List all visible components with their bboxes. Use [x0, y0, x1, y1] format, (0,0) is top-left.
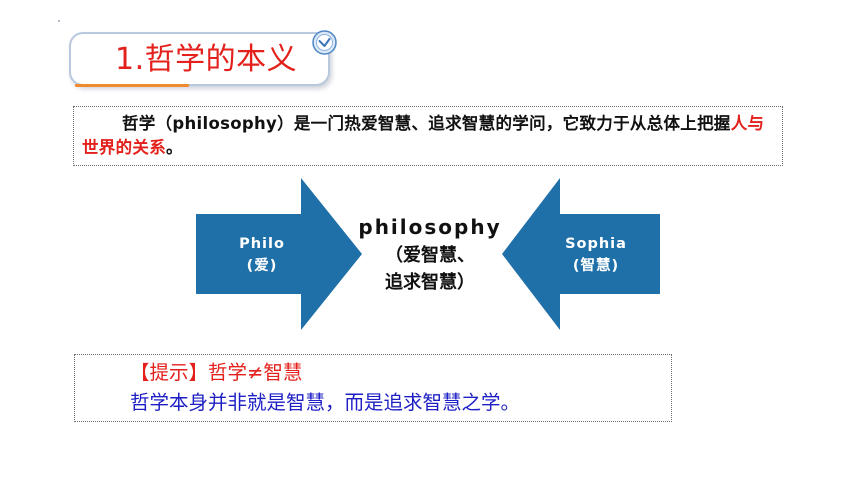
- title-underline: [75, 84, 189, 87]
- definition-box: 哲学（philosophy）是一门热爱智慧、追求智慧的学问，它致力于从总体上把握…: [73, 106, 783, 166]
- sophia-label: Sophia (智慧): [552, 233, 640, 277]
- philo-label: Philo (爱): [218, 233, 306, 277]
- definition-text: 哲学（philosophy）是一门热爱智慧、追求智慧的学问，它致力于从总体上把握: [122, 114, 731, 133]
- philosophy-meaning-1: （爱智慧、: [385, 245, 475, 266]
- definition-end: 。: [166, 138, 183, 157]
- page-title: 1.哲学的本义: [115, 42, 298, 77]
- tip-label: 【提示】: [130, 361, 209, 384]
- title-tab: [69, 32, 330, 86]
- decor-dot: [58, 20, 60, 22]
- philo-meaning: (爱): [246, 258, 278, 274]
- tip-line-1: 【提示】哲学≠智慧: [130, 360, 302, 386]
- philo-arrow: [196, 178, 362, 330]
- philosophy-meaning-2: 追求智慧）: [385, 272, 475, 293]
- philosophy-word: philosophy: [358, 215, 502, 239]
- sophia-arrow: [502, 178, 660, 330]
- tip-statement: 哲学≠智慧: [208, 361, 303, 384]
- definition-highlight: 人与世界的关系: [82, 114, 765, 157]
- check-badge-icon: [312, 30, 337, 55]
- philo-word: Philo: [239, 236, 285, 252]
- tip-line-2: 哲学本身并非就是智慧，而是追求智慧之学。: [130, 391, 521, 414]
- philosophy-center: philosophy （爱智慧、 追求智慧）: [345, 212, 515, 296]
- sophia-meaning: (智慧): [572, 258, 620, 274]
- sophia-word: Sophia: [565, 236, 627, 252]
- tip-box: [74, 354, 672, 422]
